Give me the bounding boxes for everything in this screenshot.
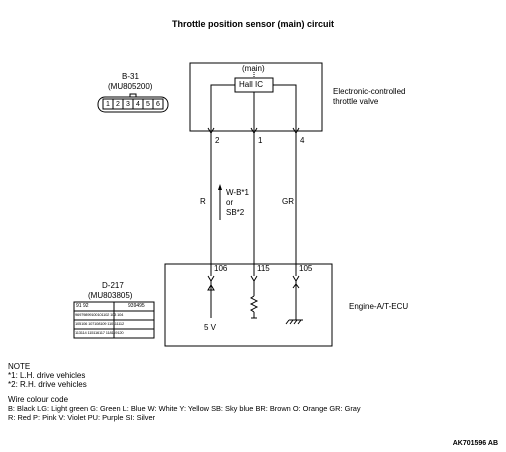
b31-pin: 5: [146, 101, 150, 108]
wire-code-heading: Wire colour code: [8, 395, 69, 404]
ecu-pin-115: 115: [257, 264, 270, 273]
wire-colour-gr: GR: [282, 197, 294, 206]
throttle-valve-box: [189, 62, 323, 132]
connector-d217-id: D-217: [102, 281, 124, 290]
b31-pin: 1: [106, 101, 110, 108]
wire-colour-wb-line3: SB*2: [226, 208, 245, 217]
note-line1: *1: L.H. drive vehicles: [8, 371, 86, 380]
ecu-box: [164, 263, 333, 347]
connector-b31-body: [97, 93, 169, 113]
connector-d217-part: (MU803805): [88, 291, 133, 300]
hall-ic-label: Hall IC: [239, 80, 264, 89]
d217-row3: 105106 107108109 110111112: [75, 321, 124, 326]
b31-pin: 4: [136, 101, 140, 108]
d217-row4: 113114 115116117 118119120: [75, 330, 124, 335]
ecu-name: Engine-A/T-ECU: [349, 302, 409, 311]
wire-colour-wb-line1: W-B*1: [226, 188, 249, 197]
wire-colour-wb-line2: or: [226, 198, 234, 207]
b31-pin: 6: [156, 101, 160, 108]
d217-row1-right: 939495: [128, 303, 145, 309]
figure-id: AK701596 AB: [452, 440, 498, 447]
ecu-supply-label: 5 V: [204, 323, 217, 332]
wire-colour-r: R: [200, 197, 206, 206]
valve-name-line2: throttle valve: [333, 97, 379, 106]
wire-code-line2: R: Red P: Pink V: Violet PU: Purple SI: …: [8, 413, 156, 422]
ecu-pin-106: 106: [214, 264, 228, 273]
valve-pin-4: 4: [300, 136, 305, 145]
connector-b31-id: B-31: [122, 72, 139, 81]
valve-name-line1: Electronic-controlled: [333, 87, 406, 96]
note-line2: *2: R.H. drive vehicles: [8, 380, 87, 389]
valve-pin-2: 2: [215, 136, 220, 145]
valve-main-label: (main): [242, 64, 265, 73]
connector-b31-part: (MU805200): [108, 82, 153, 91]
d217-row1-left: 91 92: [76, 303, 89, 309]
b31-pin: 3: [126, 101, 130, 108]
connector-d217-body: [73, 301, 155, 339]
wire-code-line1: B: Black LG: Light green G: Green L: Blu…: [8, 404, 361, 413]
b31-pin: 2: [116, 101, 120, 108]
ecu-pin-105: 105: [299, 264, 313, 273]
valve-pin-1: 1: [258, 136, 263, 145]
d217-row2: 96979899100101102 103 104: [75, 312, 124, 317]
note-heading: NOTE: [8, 362, 31, 371]
page-title: Throttle position sensor (main) circuit: [171, 19, 334, 29]
